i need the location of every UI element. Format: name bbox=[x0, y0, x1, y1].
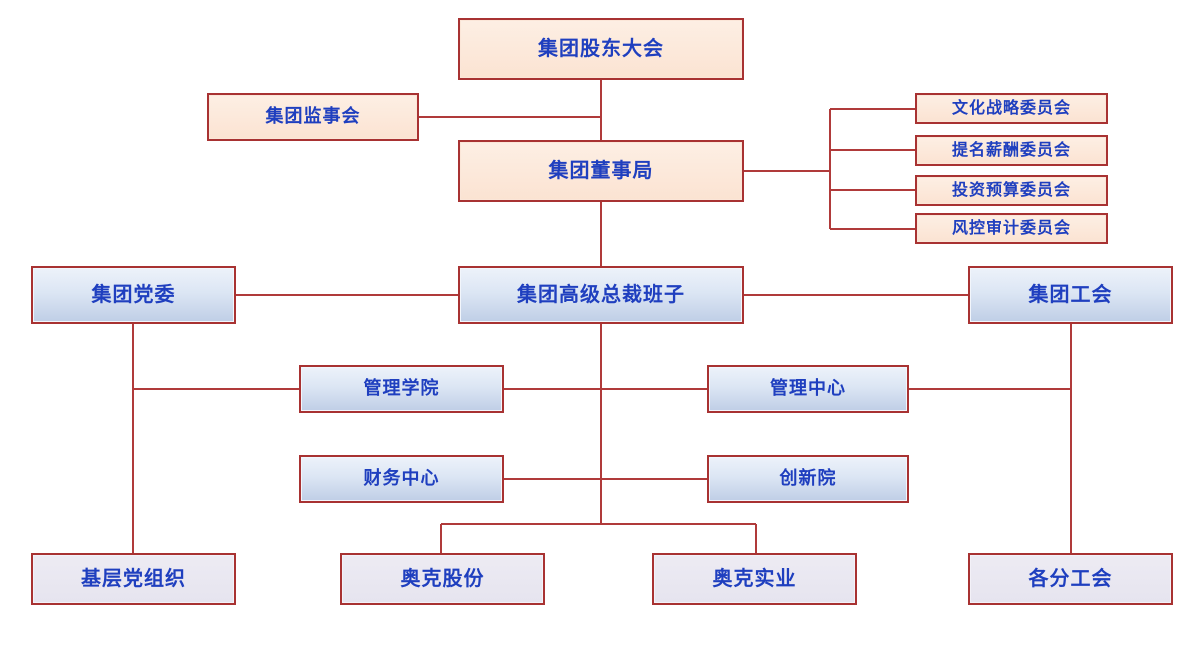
node-label: 投资预算委员会 bbox=[951, 181, 1071, 199]
node-finance-center[interactable]: 财务中心 bbox=[299, 455, 504, 503]
node-label: 集团工会 bbox=[1028, 284, 1113, 306]
node-label: 管理学院 bbox=[363, 378, 440, 399]
node-branch-unions[interactable]: 各分工会 bbox=[968, 553, 1173, 605]
node-label: 集团党委 bbox=[91, 284, 176, 306]
node-supervisory-board[interactable]: 集团监事会 bbox=[207, 93, 419, 141]
node-label: 集团高级总裁班子 bbox=[517, 284, 685, 306]
node-board-of-directors[interactable]: 集团董事局 bbox=[458, 140, 744, 202]
node-aoke-industry[interactable]: 奥克实业 bbox=[652, 553, 857, 605]
node-label: 财务中心 bbox=[363, 468, 440, 489]
node-label: 集团董事局 bbox=[548, 160, 654, 182]
node-label: 基层党组织 bbox=[81, 568, 186, 590]
node-label: 各分工会 bbox=[1028, 568, 1113, 590]
node-party-committee[interactable]: 集团党委 bbox=[31, 266, 236, 324]
node-committee-culture[interactable]: 文化战略委员会 bbox=[915, 93, 1108, 124]
node-grassroots-party[interactable]: 基层党组织 bbox=[31, 553, 236, 605]
node-labor-union[interactable]: 集团工会 bbox=[968, 266, 1173, 324]
node-committee-risk[interactable]: 风控审计委员会 bbox=[915, 213, 1108, 244]
node-label: 集团监事会 bbox=[265, 106, 361, 127]
node-label: 奥克股份 bbox=[400, 568, 485, 590]
node-committee-investment[interactable]: 投资预算委员会 bbox=[915, 175, 1108, 206]
node-label: 文化战略委员会 bbox=[951, 99, 1071, 117]
node-senior-president[interactable]: 集团高级总裁班子 bbox=[458, 266, 744, 324]
node-management-college[interactable]: 管理学院 bbox=[299, 365, 504, 413]
node-aoke-shares[interactable]: 奥克股份 bbox=[340, 553, 545, 605]
node-label: 集团股东大会 bbox=[538, 38, 664, 60]
node-label: 提名薪酬委员会 bbox=[951, 141, 1071, 159]
node-label: 创新院 bbox=[779, 468, 837, 489]
node-innovation-institute[interactable]: 创新院 bbox=[707, 455, 909, 503]
node-label: 奥克实业 bbox=[712, 568, 797, 590]
node-management-center[interactable]: 管理中心 bbox=[707, 365, 909, 413]
node-label: 管理中心 bbox=[770, 378, 846, 399]
node-label: 风控审计委员会 bbox=[951, 219, 1071, 237]
node-shareholders-meeting[interactable]: 集团股东大会 bbox=[458, 18, 744, 80]
node-committee-nomination[interactable]: 提名薪酬委员会 bbox=[915, 135, 1108, 166]
